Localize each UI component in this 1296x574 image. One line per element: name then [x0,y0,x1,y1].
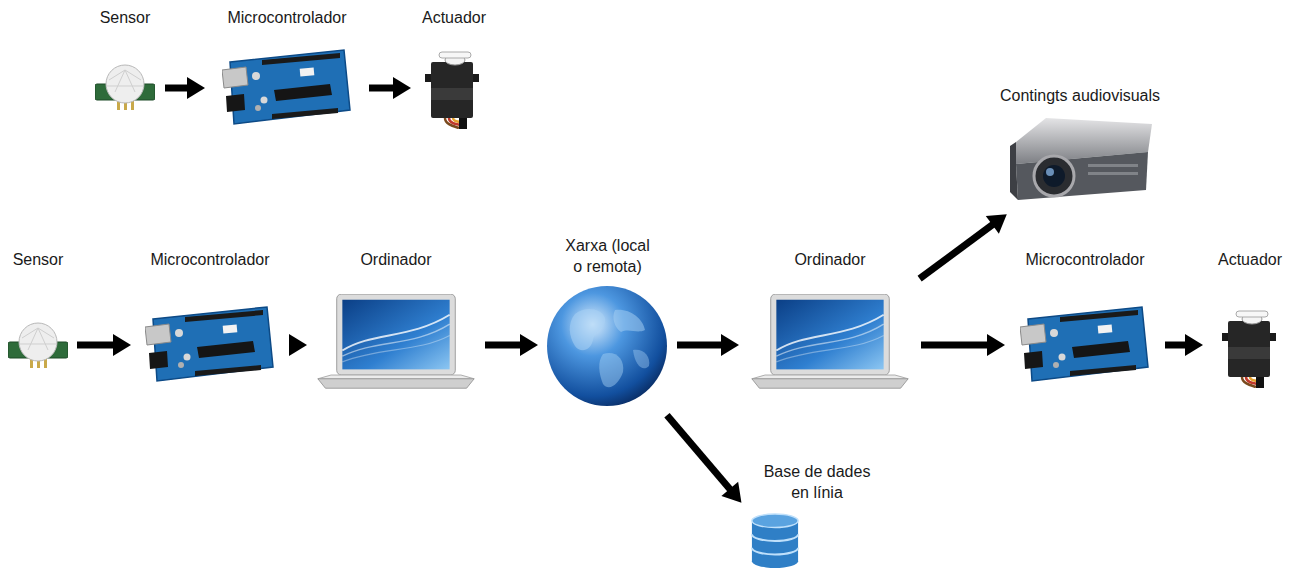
component-node: Contingts audiovisuals [980,86,1180,210]
laptop-icon [752,294,908,388]
flow-arrow [485,334,538,356]
servo-icon [425,52,479,129]
component-label: Actuador [422,8,486,29]
component-node: Sensor [92,8,158,112]
component-label: Microcontrolador [150,250,269,271]
component-label: Base de dades en línia [759,462,875,504]
component-node: Sensor [6,250,70,372]
flow-arrow [921,334,1005,356]
component-label: Sensor [13,250,64,271]
flow-arrow [77,334,131,356]
globe-icon [547,286,667,406]
component-node: Actuador [1210,250,1290,392]
component-node: Microcontrolador [212,8,362,130]
component-node: Actuador [418,8,490,132]
component-label: Ordinador [794,250,865,271]
database-icon [752,514,798,568]
component-node: Ordinador [746,250,914,395]
arduino-board-icon [222,50,350,124]
arduino-board-icon [1020,307,1148,381]
component-label: Ordinador [360,250,431,271]
flow-arrow [165,77,205,99]
pir-sensor-icon [95,65,155,110]
flow-arrow [289,334,307,356]
component-label: Xarxa (local o remota) [560,236,656,278]
arduino-board-icon [145,307,273,381]
component-label: Contingts audiovisuals [1000,86,1160,107]
component-label: Microcontrolador [1025,250,1144,271]
flow-arrow [667,415,741,502]
component-label: Sensor [100,8,151,29]
pir-sensor-icon [8,323,68,368]
component-node: Xarxa (local o remota) [545,236,670,410]
flow-arrow [1165,334,1203,356]
component-node: Ordinador [314,250,478,395]
projector-icon [1010,118,1152,200]
flow-arrow [677,334,739,356]
flow-arrow [920,214,1007,279]
component-node: Microcontrolador [138,250,282,386]
component-label: Microcontrolador [227,8,346,29]
component-node: Base de dades en línia [746,462,888,572]
component-node: Microcontrolador [1012,250,1158,386]
servo-icon [1222,311,1276,388]
flow-arrow [369,77,411,99]
laptop-icon [318,294,474,388]
component-label: Actuador [1218,250,1282,271]
